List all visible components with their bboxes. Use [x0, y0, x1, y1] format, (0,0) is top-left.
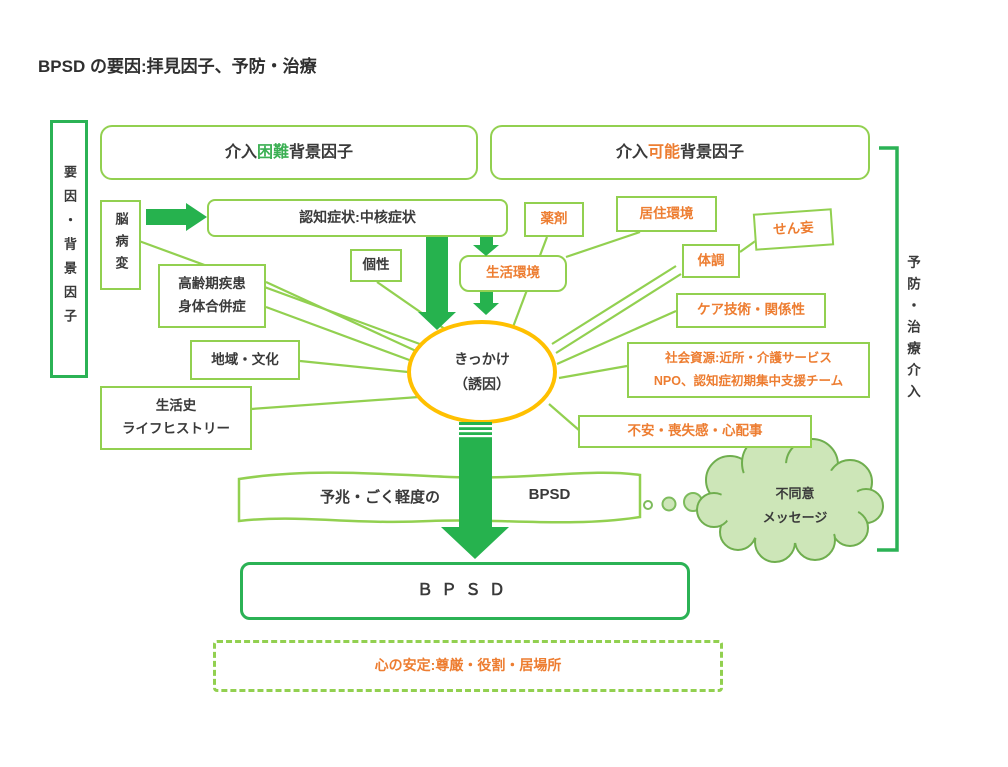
line-trigger-condition-a — [551, 265, 677, 345]
cloud-line1: 不同意 — [775, 486, 815, 501]
header-difficult-text: 介入困難背景因子 — [224, 143, 354, 161]
arrow-cognitive-to-trigger — [418, 237, 456, 330]
node-medication-label: 薬剤 — [540, 211, 568, 227]
node-care-skill: ケア技術・関係性 — [676, 293, 826, 328]
node-personality-label: 個性 — [362, 257, 390, 273]
line-region-trigger — [299, 359, 409, 374]
node-social-line2: NPO、認知症初期集中支援チーム — [653, 374, 844, 388]
right-bracket — [877, 146, 899, 552]
node-delirium-label: せん妄 — [772, 219, 815, 238]
node-brain-lesion: 脳病変 — [100, 200, 141, 290]
page-title: BPSD の要因:拝見因子、予防・治療 — [38, 57, 317, 76]
node-daily-environment: 生活環境 — [459, 255, 567, 292]
node-delirium: せん妄 — [752, 208, 835, 251]
bpsd-label: ＢＰＳＤ — [416, 582, 513, 600]
node-personality: 個性 — [350, 249, 402, 282]
node-social-resources: 社会資源:近所・介護サービス NPO、認知症初期集中支援チーム — [627, 342, 870, 398]
node-senior-disease: 高齢期疾患 身体合併症 — [158, 264, 266, 328]
node-cognitive-label: 認知症状:中核症状 — [299, 209, 416, 226]
node-residence-label: 居住環境 — [639, 205, 694, 221]
trigger-line1: きっかけ — [454, 350, 510, 367]
node-region-label: 地域・文化 — [211, 351, 279, 367]
node-brain-label: 脳病変 — [113, 212, 129, 278]
node-dailyenv-label: 生活環境 — [486, 265, 540, 281]
right-band-label: 予防・治療介入 — [905, 254, 920, 406]
node-condition-label: 体調 — [697, 252, 725, 268]
header-possible-factors: 介入可能背景因子 — [490, 125, 870, 180]
node-life-line1: 生活史 — [155, 398, 197, 414]
node-medication: 薬剤 — [524, 202, 584, 237]
line-trigger-anxiety — [548, 403, 581, 432]
cloud-line2: メッセージ — [762, 510, 828, 525]
thought-dots — [643, 492, 703, 512]
node-life-history: 生活史 ライフヒストリー — [100, 386, 252, 450]
node-cognitive-symptoms: 認知症状:中核症状 — [207, 199, 508, 237]
line-trigger-social — [558, 364, 628, 380]
node-life-line2: ライフヒストリー — [122, 421, 230, 436]
node-social-line1: 社会資源:近所・介護サービス — [665, 350, 832, 365]
arrow-cognitive-to-dailyenv — [473, 237, 499, 256]
node-residence-env: 居住環境 — [616, 196, 717, 232]
node-region-culture: 地域・文化 — [190, 340, 300, 380]
line-personality-trigger — [376, 281, 453, 335]
node-anxiety: 不安・喪失感・心配事 — [578, 415, 812, 448]
node-senior-line2: 身体合併症 — [178, 299, 246, 314]
arrow-brain-to-cognitive — [146, 203, 207, 231]
node-physical-condition: 体調 — [682, 244, 740, 278]
node-anxiety-label: 不安・喪失感・心配事 — [627, 423, 763, 439]
sign-banner-right-text: BPSD — [528, 486, 571, 503]
node-care-label: ケア技術・関係性 — [697, 302, 805, 318]
line-life-trigger — [250, 395, 420, 411]
header-possible-text: 介入可能背景因子 — [615, 143, 745, 161]
node-senior-line1: 高齢期疾患 — [178, 276, 246, 292]
stability-label: 心の安定:尊厳・役割・居場所 — [374, 657, 562, 674]
left-band-factors: 要因・背景因子 — [50, 120, 88, 378]
trigger-line2: （誘因） — [454, 376, 510, 392]
left-band-label: 要因・背景因子 — [62, 165, 78, 333]
stability-box: 心の安定:尊厳・役割・居場所 — [213, 640, 723, 692]
trigger-ellipse: きっかけ （誘因） — [407, 320, 557, 424]
arrow-dailyenv-to-trigger — [473, 292, 499, 315]
bpsd-box: ＢＰＳＤ — [240, 562, 690, 620]
header-difficult-factors: 介入困難背景因子 — [100, 125, 478, 180]
sign-banner-left-text: 予兆・ごく軽度の — [319, 489, 440, 506]
